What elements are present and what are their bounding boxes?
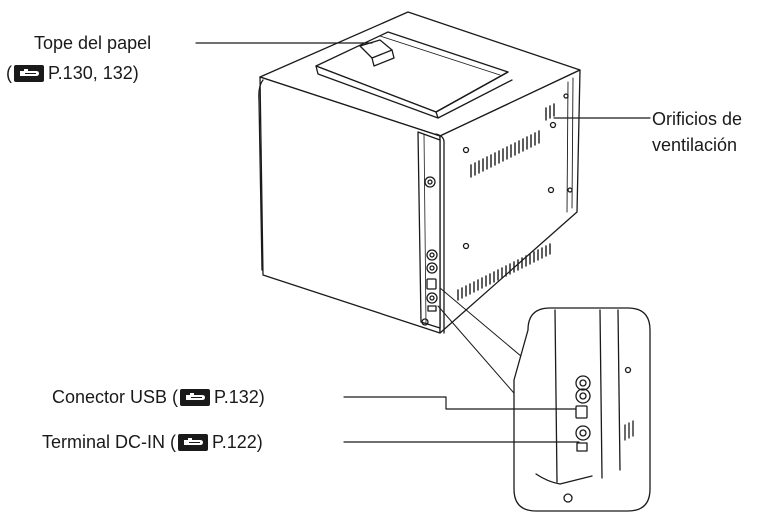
side-ribs (566, 77, 574, 213)
zoom-inset (513, 307, 651, 512)
leader-usb (343, 396, 577, 410)
zoom-callout-lines (437, 287, 529, 401)
paper-stop-ref-pages: P.130, 132) (48, 63, 139, 83)
label-dc-in-terminal: Terminal DC-IN ( P.122) (42, 431, 263, 453)
paper-stop-title: Tope del papel (34, 33, 152, 53)
label-vents-line1: Orificios de (652, 108, 742, 130)
leader-lines (195, 42, 651, 443)
label-usb-connector: Conector USB ( P.132) (52, 386, 265, 408)
usb-title: Conector USB ( (52, 387, 179, 407)
dc-in-ref-pages: P.122) (212, 432, 263, 452)
usb-ref-pages: P.132) (214, 387, 265, 407)
vents-title-line2: ventilación (652, 135, 738, 155)
ventilation-slots (457, 103, 555, 301)
label-paper-stop-ref: ( P.130, 132) (6, 62, 139, 84)
label-paper-stop: Tope del papel (34, 32, 151, 54)
paper-stop-ref-prefix: ( (6, 63, 12, 83)
reference-hand-icon (14, 65, 44, 82)
rear-panel (417, 131, 441, 329)
vents-title-line1: Orificios de (652, 109, 743, 129)
paper-stop (359, 39, 395, 67)
label-vents-line2: ventilación (652, 134, 737, 156)
reference-hand-icon (180, 389, 211, 406)
reference-hand-icon (178, 434, 209, 451)
dc-in-title: Terminal DC-IN ( (42, 432, 177, 452)
